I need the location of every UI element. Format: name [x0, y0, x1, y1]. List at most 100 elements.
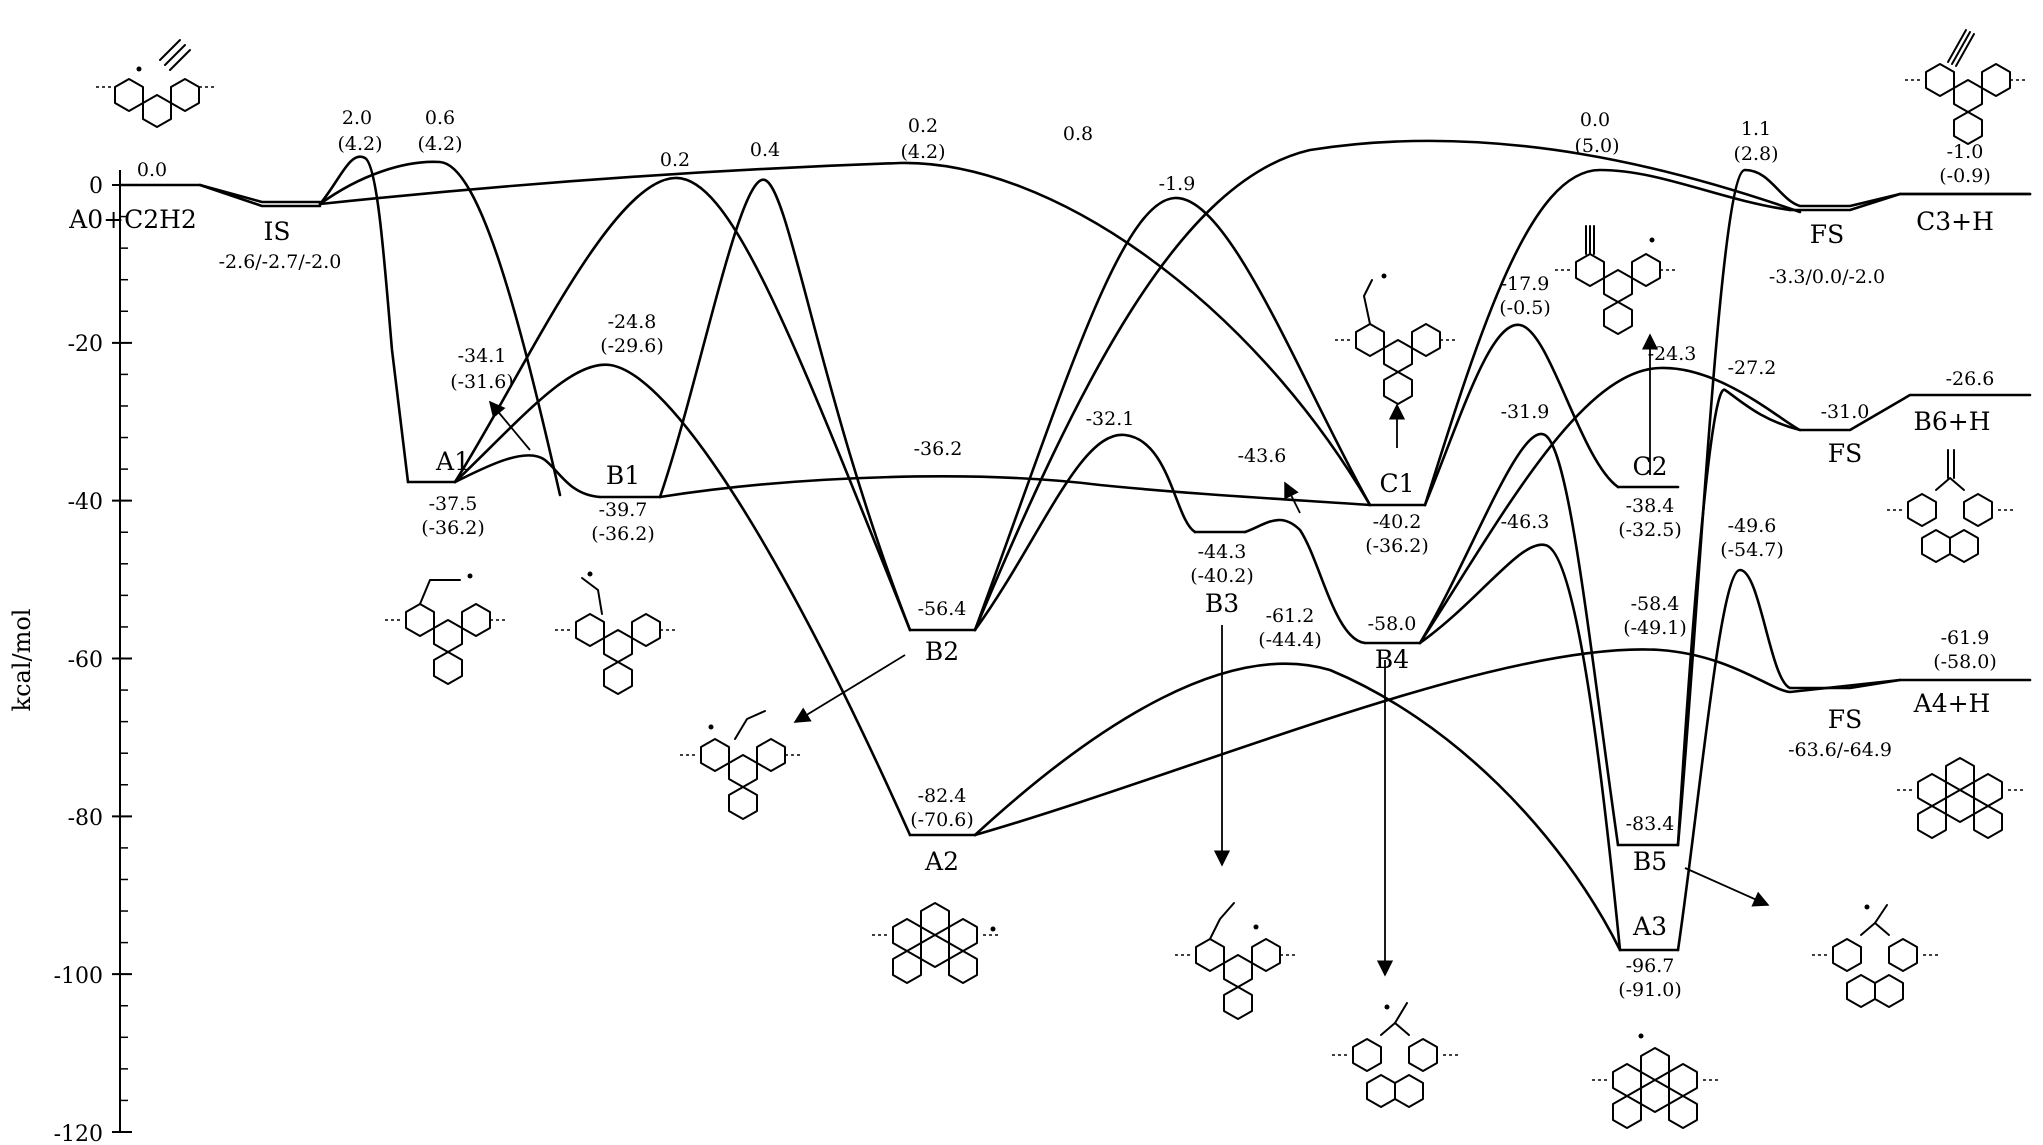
- a1-name: A1: [435, 447, 470, 476]
- ts-label-22: -49.6: [1728, 515, 1777, 537]
- ts-label-16: -24.3: [1648, 343, 1697, 365]
- c3h-name: C3+H: [1916, 207, 1994, 236]
- tick-label-20: -20: [68, 332, 103, 357]
- path-a3-a4: [1676, 568, 2032, 952]
- arrows: [488, 333, 1770, 977]
- ts-label-22b: (-54.7): [1720, 539, 1784, 561]
- ts-label-13: -32.1: [1086, 408, 1135, 430]
- b3-name: B3: [1205, 589, 1239, 618]
- ts-label-20: -61.2: [1266, 605, 1315, 627]
- ts-label-20b: (-44.4): [1258, 629, 1322, 651]
- a4h-energy: -61.9: [1941, 627, 1990, 649]
- path-c1-c2: [1423, 323, 1620, 507]
- b1-name: B1: [606, 461, 640, 490]
- path-a2-a4: [973, 648, 1902, 837]
- ts-label-1b: (4.2): [337, 133, 382, 155]
- species-labels: 0.0 A0+C2H2 IS -2.6/-2.7/-2.0 A1 -37.5 (…: [68, 141, 1997, 1001]
- major-ticks: [112, 184, 132, 1133]
- fs1-name: FS: [1810, 220, 1844, 249]
- a2-name: A2: [924, 847, 959, 876]
- a3-energy2: (-91.0): [1618, 979, 1682, 1001]
- ts-label-11b: (-29.6): [600, 335, 664, 357]
- a4h-name: A4+H: [1913, 689, 1991, 718]
- tick-label-40: -40: [68, 490, 103, 515]
- reaction-paths: [118, 139, 2032, 952]
- b6h-energy: -26.6: [1946, 368, 1995, 390]
- ts-label-21b: (-49.1): [1623, 617, 1687, 639]
- path-b4-b5: [1418, 432, 1620, 847]
- ts-label-15b: (-0.5): [1499, 297, 1550, 319]
- ts-label-11: -24.8: [608, 311, 657, 333]
- ts-label-4: 0.4: [750, 139, 780, 161]
- structure-b1: [554, 571, 676, 695]
- structure-c3: [1904, 29, 2026, 145]
- path-b1-c1: [658, 475, 1372, 507]
- ts-label-10b: (-31.6): [450, 371, 514, 393]
- path-a1-b1: [453, 454, 602, 499]
- y-axis: 0 -20 -40 -60 -80 -100 -120 kcal/mol: [8, 170, 132, 1145]
- ts-label-14: -43.6: [1238, 445, 1287, 467]
- a0-energy: 0.0: [137, 159, 167, 181]
- structure-c2: [1554, 225, 1676, 335]
- b2-name: B2: [925, 637, 959, 666]
- c1-energy: -40.2: [1373, 511, 1422, 533]
- path-b2-c3: [973, 139, 1802, 632]
- b1-energy: -39.7: [599, 499, 648, 521]
- path-is-a1: [318, 155, 410, 484]
- path-is-b1: [318, 160, 562, 497]
- structure-b5: [1811, 904, 1939, 1008]
- tick-label-0: 0: [89, 174, 103, 199]
- path-is-c1: [318, 161, 1372, 507]
- structure-a4: [1896, 757, 2024, 839]
- b3-energy2: (-40.2): [1190, 565, 1254, 587]
- c2-energy2: (-32.5): [1618, 519, 1682, 541]
- structure-a3: [1591, 1033, 1719, 1129]
- is-energy: -2.6/-2.7/-2.0: [219, 251, 342, 273]
- b5-name: B5: [1633, 847, 1667, 876]
- b6h-name: B6+H: [1913, 407, 1990, 436]
- b4-name: B4: [1375, 645, 1409, 674]
- a2-energy: -82.4: [918, 785, 967, 807]
- structure-a0: [95, 39, 215, 128]
- tick-label-80: -80: [68, 806, 103, 831]
- ts-labels: 2.0 (4.2) 0.6 (4.2) 0.2 0.4 0.2 (4.2) 0.…: [337, 107, 1783, 651]
- fs3-name: FS: [1828, 705, 1862, 734]
- ts-label-18: -31.9: [1501, 401, 1550, 423]
- tick-label-120: -120: [54, 1122, 103, 1145]
- path-a2-a3: [973, 662, 1622, 952]
- a1-energy2: (-36.2): [421, 517, 485, 539]
- ts-label-8: 0.0: [1580, 109, 1610, 131]
- path-b2-c1: [973, 196, 1372, 632]
- ts-label-12: -36.2: [914, 438, 963, 460]
- c2-energy: -38.4: [1626, 495, 1675, 517]
- ts-label-7: -1.9: [1159, 173, 1196, 195]
- b2-energy: -56.4: [918, 598, 967, 620]
- a1-energy: -37.5: [429, 493, 478, 515]
- path-b3-b4: [1243, 518, 1367, 645]
- c1-name: C1: [1379, 469, 1414, 498]
- structure-b6: [1886, 449, 2014, 563]
- b4-energy: -58.0: [1368, 613, 1417, 635]
- b5-energy: -83.4: [1626, 813, 1675, 835]
- structure-b2: [679, 710, 801, 820]
- fs2-name: FS: [1828, 439, 1862, 468]
- is-name: IS: [263, 217, 290, 246]
- path-a1-a2: [453, 363, 912, 837]
- path-b1-b2: [658, 178, 912, 632]
- tick-label-100: -100: [54, 964, 103, 989]
- ts-label-9: 1.1: [1741, 118, 1771, 140]
- path-b5-c3: [1676, 168, 2032, 847]
- c2-name: C2: [1632, 452, 1667, 481]
- fs1-plateau: [1788, 192, 1902, 212]
- path-a0-is: [118, 183, 322, 204]
- ts-label-1: 2.0: [342, 107, 372, 129]
- path-b5-b6: [1676, 388, 1802, 847]
- structure-a1: [384, 573, 506, 685]
- structure-a2: [871, 902, 999, 984]
- c3h-energy: -1.0: [1947, 141, 1984, 163]
- ts-label-9b: (2.8): [1733, 143, 1778, 165]
- tick-label-60: -60: [68, 648, 103, 673]
- a3-name: A3: [1632, 912, 1667, 941]
- ts-label-17: -27.2: [1728, 357, 1777, 379]
- ts-label-2b: (4.2): [417, 133, 462, 155]
